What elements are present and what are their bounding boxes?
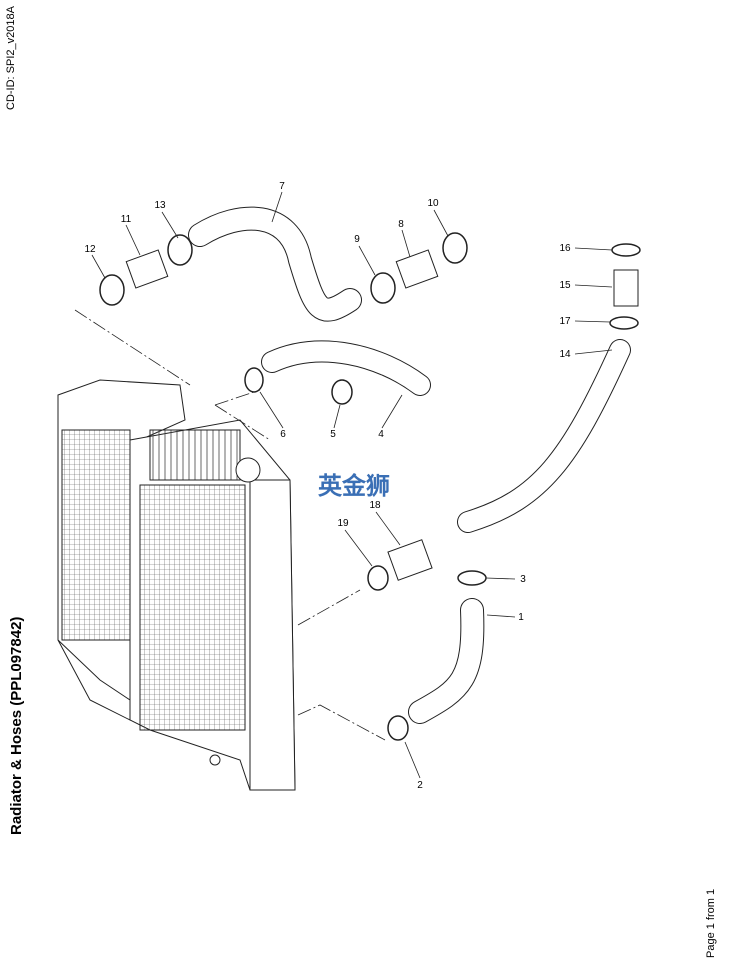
sleeve-11 [125, 249, 169, 289]
hose-14 [457, 339, 631, 533]
assembly-lines [74, 309, 386, 741]
hoses [188, 206, 631, 724]
callout-1: 1 [518, 612, 524, 623]
clamp-17 [609, 316, 639, 330]
leader-lines [91, 191, 613, 779]
clamp-3 [457, 570, 487, 586]
clamp-9 [370, 272, 396, 304]
callout-11: 11 [121, 214, 132, 225]
watermark-logo: 英金狮 [318, 472, 390, 500]
callout-13: 13 [154, 200, 166, 211]
clamp-13 [167, 234, 193, 266]
clamp-5 [331, 379, 353, 405]
clamp-12 [99, 274, 125, 306]
clamp-6 [244, 367, 264, 393]
callout-9: 9 [354, 234, 360, 245]
clamp-10 [442, 232, 468, 264]
callout-12: 12 [84, 244, 96, 255]
callout-7: 7 [279, 181, 285, 192]
callout-15: 15 [559, 280, 571, 291]
callout-18: 18 [369, 500, 381, 511]
callout-8: 8 [398, 219, 404, 230]
callout-14: 14 [559, 349, 571, 360]
callout-10: 10 [427, 198, 439, 209]
hose-7 [188, 206, 362, 322]
callout-4: 4 [378, 429, 384, 440]
radiator-assembly [57, 379, 296, 791]
hose-4 [261, 340, 431, 396]
hose-1 [408, 598, 485, 724]
clamp-16 [611, 243, 641, 257]
sleeve-18 [387, 539, 433, 581]
callout-17: 17 [559, 316, 571, 327]
callout-6: 6 [280, 429, 286, 440]
callout-3: 3 [520, 574, 526, 585]
callout-16: 16 [559, 243, 571, 254]
callout-5: 5 [330, 429, 336, 440]
callout-19: 19 [337, 518, 349, 529]
sleeve-15 [613, 269, 639, 307]
hose-clamps [99, 232, 641, 741]
clamp-2 [387, 715, 409, 741]
clamp-19 [367, 565, 389, 591]
callout-2: 2 [417, 780, 423, 791]
callout-labels: 7 11 13 12 9 8 10 16 15 17 14 6 5 4 18 1… [84, 181, 571, 791]
sleeve-8 [395, 249, 439, 289]
